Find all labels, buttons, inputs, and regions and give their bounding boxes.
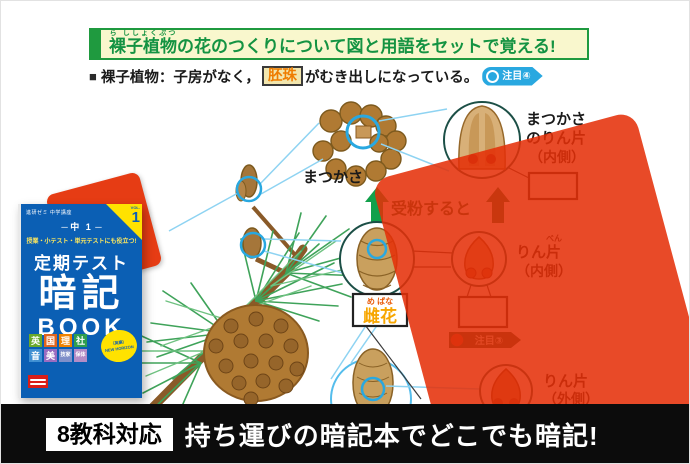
magnifier-icon [486, 69, 500, 83]
book-tagline: 授業・小テスト・単元テストにも役立つ! [26, 239, 137, 245]
volume-label: VOL. 1 [130, 205, 140, 226]
mebana-label: 雌花 [363, 306, 397, 326]
banner-text: 持ち運びの暗記本でどこでも暗記! [184, 421, 599, 451]
book-title-line2: 暗記 [38, 273, 125, 315]
subject-badge-science: 理 [59, 334, 72, 347]
mature-pine-cone [203, 304, 309, 406]
section-title-ruby: 裸子植物ら ししょくぶつ [109, 30, 177, 57]
subject-badge-tech-home: 技家 [59, 349, 72, 362]
highlight-ring [235, 175, 263, 203]
book-cover: 進研ゼミ 中学講座 VOL. 1 ─ 中 1 ─ 授業・小テスト・単元テストにも… [18, 204, 142, 398]
section-header-bar: 裸子植物ら ししょくぶつの花のつくりについて図と用語をセットで覚える! [89, 28, 589, 60]
subject-badge-art: 美 [44, 349, 57, 362]
subject-badges: 英 国 理 社 音 美 技家 保体 [29, 334, 87, 364]
banner-tag: 8教科対応 [46, 418, 173, 451]
mebana-label-box: め ばな 雌花 [351, 292, 409, 328]
subject-badge-social: 社 [74, 334, 87, 347]
square-bullet-icon: ■ [89, 68, 97, 84]
definition-line: ■ 裸子植物：子房がなく， 胚珠 がむき出しになっている。 注目④ [89, 63, 543, 89]
definition-tail: がむき出しになっている。 [304, 69, 479, 86]
definition-lead: 裸子植物：子房がなく， [100, 69, 260, 86]
mebana-furigana: め ばな [367, 296, 393, 306]
highlight-ring [366, 238, 388, 260]
pine-branch-illustration [134, 164, 412, 406]
grade-label: ─ 中 1 ─ [61, 222, 102, 232]
subject-badge-music: 音 [29, 349, 42, 362]
subject-badge-health-pe: 保体 [74, 349, 87, 362]
attention-badge-4: 注目④ [482, 66, 543, 86]
small-red-badge [28, 375, 48, 388]
book-title-line1: 定期テスト [34, 254, 129, 273]
header-accent-block [91, 30, 101, 58]
answer-highlight-box: 胚珠 [261, 65, 303, 87]
subject-badge-japanese: 国 [44, 334, 57, 347]
matsukasa-cone-illustration [312, 101, 407, 187]
highlight-ring [345, 114, 381, 150]
matsukasa-label: まつかさ [303, 169, 363, 186]
subject-badge-english: 英 [29, 334, 42, 347]
highlight-ring [360, 376, 386, 402]
young-female-cone [330, 348, 412, 406]
brand-label: 進研ゼミ 中学講座 [26, 210, 72, 216]
section-title: 裸子植物ら ししょくぶつの花のつくりについて図と用語をセットで覚える! [109, 30, 556, 57]
scale-top-label-1: まつかさ [526, 111, 586, 128]
highlight-ring [239, 231, 267, 259]
bottom-banner: 8教科対応 持ち運びの暗記本でどこでも暗記! [1, 404, 689, 463]
